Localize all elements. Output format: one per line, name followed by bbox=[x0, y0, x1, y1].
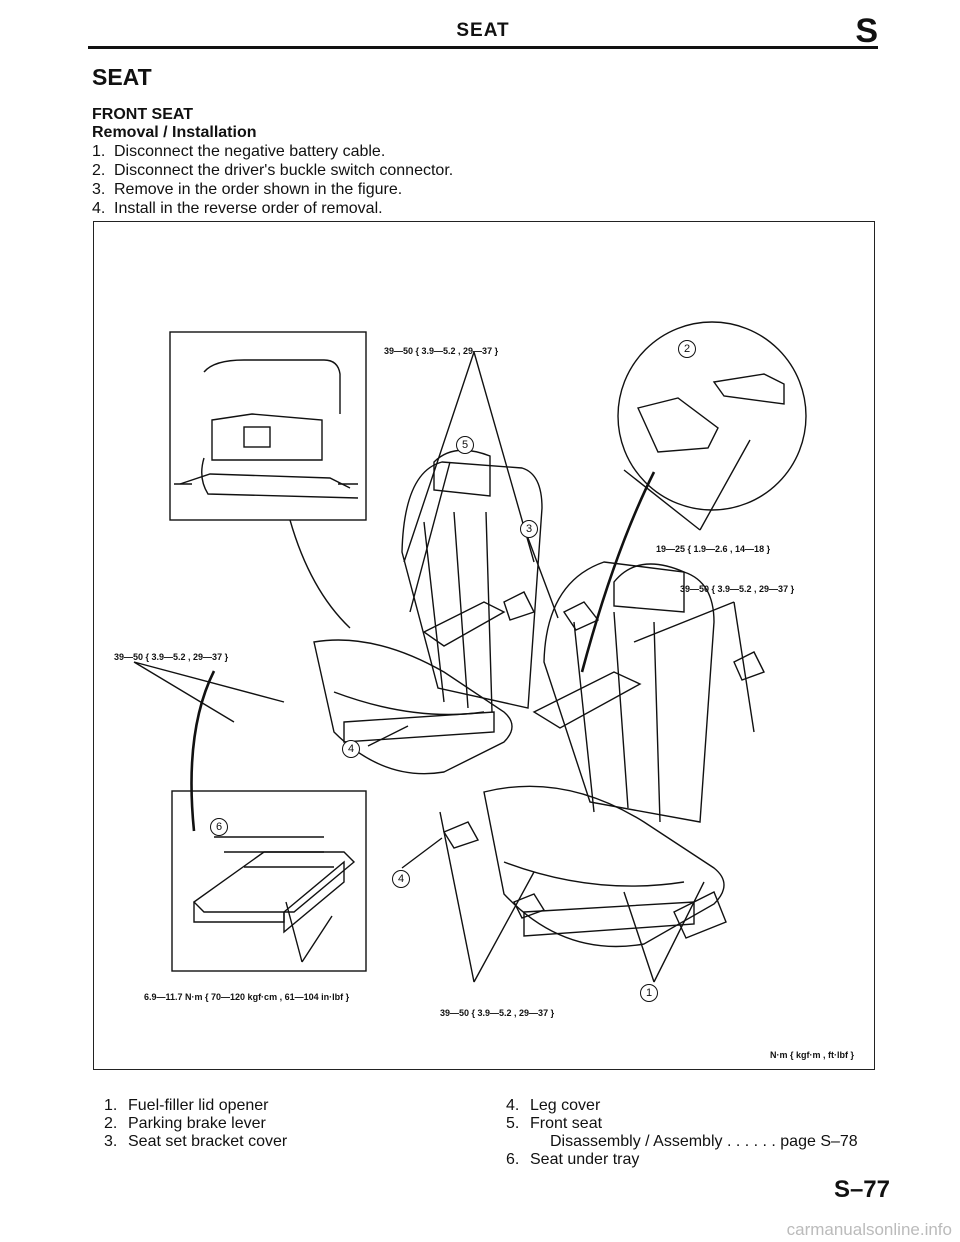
header-title: SEAT bbox=[456, 20, 510, 41]
page-number: S–77 bbox=[833, 1176, 890, 1203]
units-note: N·m { kgf·m , ft·lbf } bbox=[770, 1050, 854, 1060]
legend-item: 4.Leg cover bbox=[506, 1097, 601, 1114]
step-item: 4.Install in the reverse order of remova… bbox=[92, 200, 383, 217]
seat-illustration bbox=[133, 321, 807, 983]
procedure-steps: 1.Disconnect the negative battery cable.… bbox=[92, 142, 453, 218]
callout-2: 2 bbox=[678, 340, 696, 358]
legend-item: 6.Seat under tray bbox=[506, 1151, 640, 1168]
torque-spec-right-upper: 19—25 { 1.9—2.6 , 14—18 } bbox=[656, 544, 771, 554]
page-header: SEAT S bbox=[88, 12, 878, 50]
parts-legend-left: 1.Fuel-filler lid opener 2.Parking brake… bbox=[104, 1097, 287, 1151]
header-section-letter: S bbox=[855, 12, 878, 50]
procedure-title: Removal / Installation bbox=[92, 124, 257, 141]
legend-item-reference: Disassembly / Assembly . . . . . . page … bbox=[550, 1133, 858, 1150]
legend-item: 1.Fuel-filler lid opener bbox=[104, 1097, 269, 1114]
seat-figure: 39—50 { 3.9—5.2 , 29—37 } 19—25 { 1.9—2.… bbox=[93, 221, 875, 1070]
callout-1: 1 bbox=[640, 984, 658, 1002]
torque-spec-top: 39—50 { 3.9—5.2 , 29—37 } bbox=[384, 346, 499, 356]
callout-6: 6 bbox=[210, 818, 228, 836]
callout-4: 4 bbox=[342, 740, 360, 758]
torque-spec-tray: 6.9—11.7 N·m { 70—120 kgf·cm , 61—104 in… bbox=[144, 992, 350, 1002]
legend-item: 5.Front seat bbox=[506, 1115, 603, 1132]
torque-spec-left: 39—50 { 3.9—5.2 , 29—37 } bbox=[114, 652, 229, 662]
legend-item: 2.Parking brake lever bbox=[104, 1115, 266, 1132]
step-item: 2.Disconnect the driver's buckle switch … bbox=[92, 162, 454, 179]
parts-legend-right: 4.Leg cover 5.Front seat Disassembly / A… bbox=[506, 1097, 858, 1169]
section-title: SEAT bbox=[92, 64, 152, 90]
torque-spec-right-mid: 39—50 { 3.9—5.2 , 29—37 } bbox=[680, 584, 795, 594]
watermark: carmanualsonline.info bbox=[786, 1220, 952, 1239]
step-item: 1.Disconnect the negative battery cable. bbox=[92, 143, 386, 160]
subsection-title: FRONT SEAT bbox=[92, 106, 194, 123]
step-item: 3.Remove in the order shown in the figur… bbox=[92, 181, 403, 198]
legend-item: 3.Seat set bracket cover bbox=[104, 1133, 288, 1150]
torque-spec-bottom: 39—50 { 3.9—5.2 , 29—37 } bbox=[440, 1008, 555, 1018]
callout-5: 5 bbox=[456, 436, 474, 454]
callout-4-second: 4 bbox=[392, 870, 410, 888]
callout-3: 3 bbox=[520, 520, 538, 538]
header-rule bbox=[88, 46, 878, 49]
